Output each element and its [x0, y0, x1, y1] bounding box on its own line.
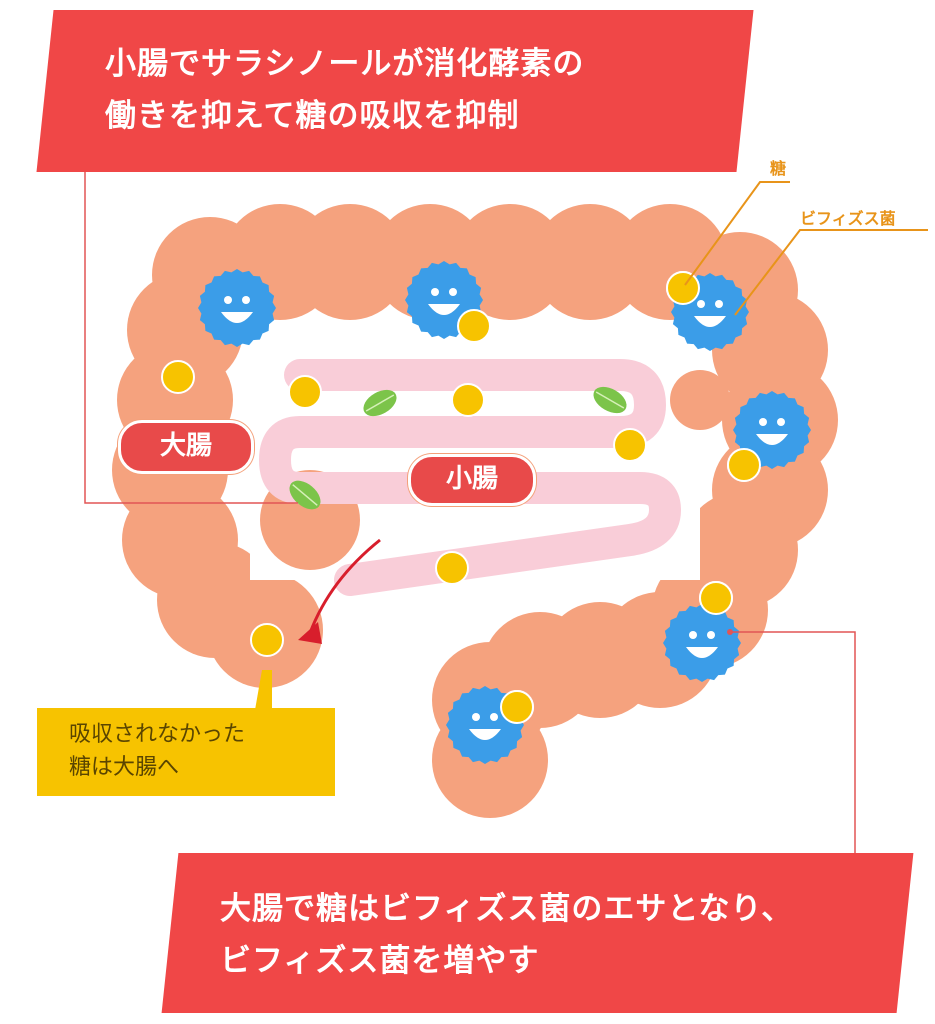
bifidobacteria-label: ビフィズス菌: [800, 209, 896, 228]
sugar-particle: [288, 375, 322, 409]
bifidobacterium-icon: [663, 604, 741, 682]
sugar-particle: [500, 690, 534, 724]
sugar-particle: [451, 383, 485, 417]
bifidobacterium-icon: [198, 269, 276, 347]
top-banner-line2: 働きを抑えて糖の吸収を抑制: [105, 98, 520, 134]
top-banner-leader-line: [84, 172, 298, 504]
small-intestine-label: 小腸: [408, 454, 536, 506]
unabsorbed-sugar-note: 吸収されなかった 糖は大腸へ: [37, 708, 335, 796]
top-banner: 小腸でサラシノールが消化酵素の 働きを抑えて糖の吸収を抑制: [36, 10, 754, 172]
sugar-particle: [250, 623, 284, 657]
sugar-flow-arrow: [308, 538, 381, 634]
top-banner-line1: 小腸でサラシノールが消化酵素の: [105, 46, 585, 82]
bottom-banner-line1: 大腸で糖はビフィズス菌のエサとなり、: [220, 891, 794, 927]
sugar-particle: [727, 448, 761, 482]
small-intestine-illustration: [259, 359, 681, 596]
sugar-particle: [435, 551, 469, 585]
sugar-particle: [666, 271, 700, 305]
note-line1: 吸収されなかった: [69, 722, 246, 747]
sugar-particle: [457, 309, 491, 343]
bottom-banner-leader-line: [730, 631, 856, 853]
sugar-label: 糖: [770, 159, 787, 178]
sugar-particle: [161, 360, 195, 394]
sugar-particle: [699, 581, 733, 615]
bottom-banner: 大腸で糖はビフィズス菌のエサとなり、 ビフィズス菌を増やす: [161, 853, 914, 1013]
leaf-icon: [289, 480, 321, 510]
large-intestine-label: 大腸: [118, 420, 254, 474]
bifidobacterium-icon: [733, 391, 811, 469]
sugar-particle: [613, 428, 647, 462]
leaf-icon: [363, 389, 397, 417]
bottom-banner-line2: ビフィズス菌を増やす: [220, 943, 540, 979]
sugar-leader-line: [684, 181, 790, 286]
arrow-head-icon: [298, 622, 322, 644]
bifidobacteria-group: [198, 261, 811, 764]
salacinol-leaves: [289, 386, 627, 510]
bifidobacteria-leader-line: [734, 229, 928, 316]
leaf-icon: [593, 386, 627, 414]
note-line2: 糖は大腸へ: [69, 755, 180, 780]
